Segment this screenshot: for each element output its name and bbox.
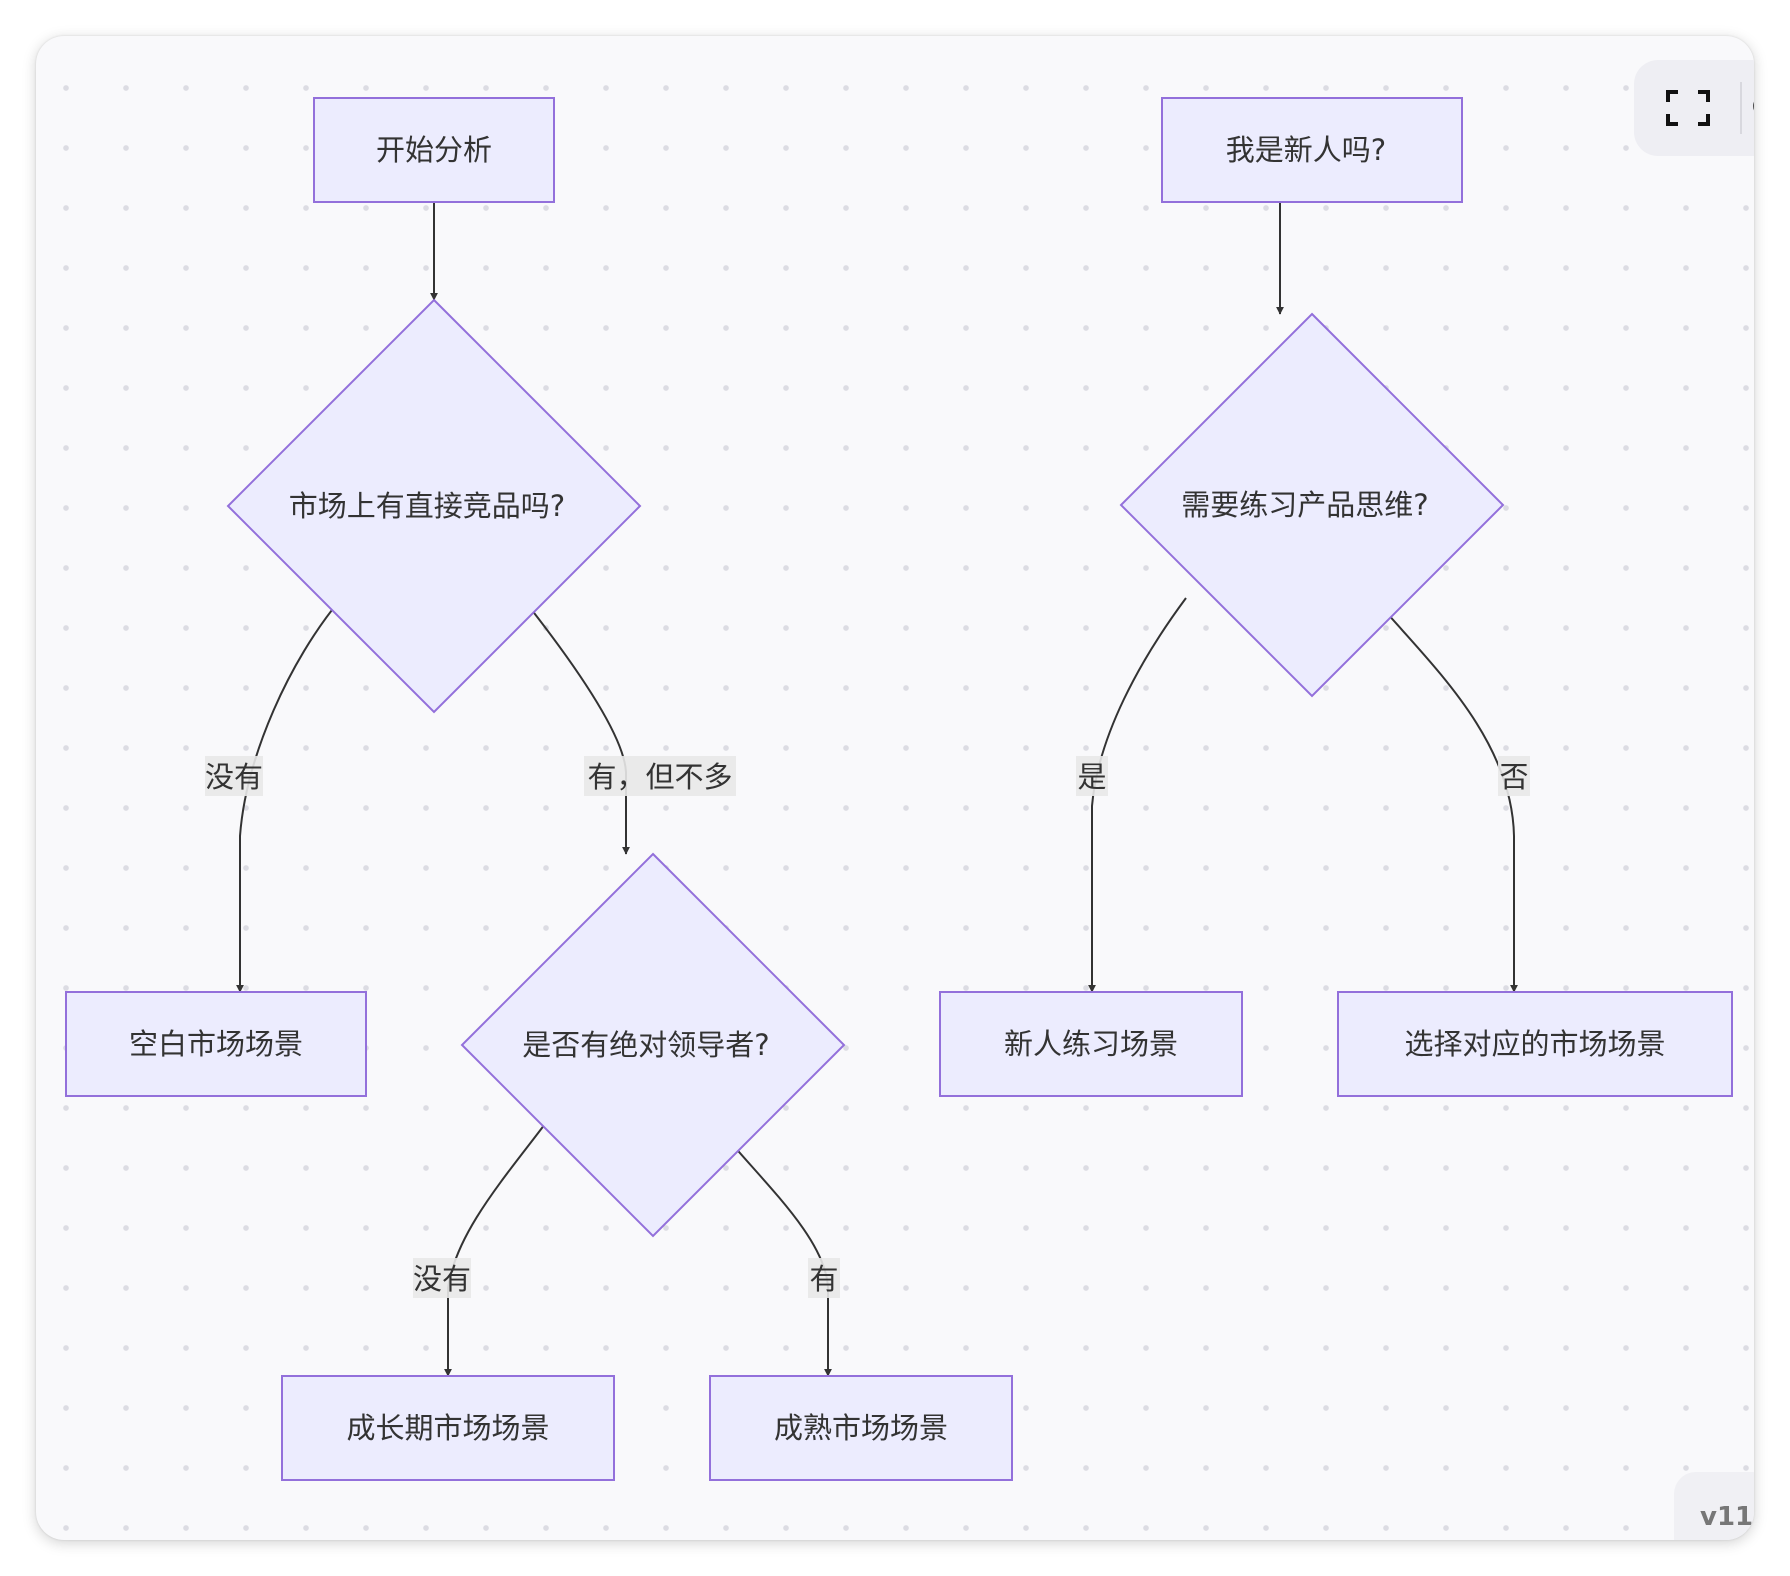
node-label: 空白市场场景 — [129, 1027, 303, 1061]
edge-label-practice-yes: 是 — [1076, 756, 1108, 796]
edge-competitor-no — [236, 599, 341, 993]
edge-label-competitor-some: 有，但不多 — [584, 756, 736, 796]
toolbar-divider — [1740, 82, 1742, 134]
edge-label-text: 没有 — [413, 1262, 471, 1296]
node-growth-market[interactable]: 成长期市场场景 — [281, 1375, 615, 1481]
node-label: 成长期市场场景 — [346, 1411, 549, 1445]
edge-practice-no — [1373, 597, 1518, 993]
zoom-in-button[interactable] — [1750, 86, 1754, 130]
node-label: 是否有绝对领导者? — [522, 1028, 769, 1062]
edge-label-practice-no: 否 — [1498, 756, 1530, 796]
node-q-leader[interactable]: 是否有绝对领导者? — [460, 852, 846, 1238]
edge-label-leader-yes: 有 — [808, 1258, 840, 1298]
fullscreen-button[interactable] — [1664, 86, 1712, 130]
edge-label-leader-no: 没有 — [413, 1258, 471, 1298]
edge-label-text: 否 — [1499, 760, 1528, 794]
node-mature-market[interactable]: 成熟市场场景 — [709, 1375, 1013, 1481]
edge-labels: 没有 有，但不多 没有 有 是 否 — [205, 756, 1530, 1298]
diagram-canvas: 没有 有，但不多 没有 有 是 否 — [36, 36, 1754, 1540]
edge-leader-no — [444, 1119, 549, 1377]
zoom-in-icon — [1753, 101, 1754, 111]
edge-label-text: 没有 — [205, 760, 263, 794]
node-label: 市场上有直接竞品吗? — [289, 489, 565, 523]
node-blank-market[interactable]: 空白市场场景 — [65, 991, 367, 1097]
node-choose-market[interactable]: 选择对应的市场场景 — [1337, 991, 1733, 1097]
edge-label-text: 有 — [809, 1262, 838, 1296]
diagram-toolbar — [1634, 60, 1754, 156]
node-label: 开始分析 — [376, 133, 492, 167]
edge-competitor-some — [523, 599, 630, 855]
expand-icon — [1666, 90, 1710, 126]
nodes: 开始分析 市场上有直接竞品吗? 空白市场场景 是否有绝对领导者? 成长期市场场景 — [65, 97, 1733, 1481]
node-label: 我是新人吗? — [1226, 133, 1386, 167]
node-label: 需要练习产品思维? — [1181, 488, 1428, 522]
version-badge: v11 — [1674, 1472, 1754, 1540]
node-q-competitor[interactable]: 市场上有直接竞品吗? — [226, 298, 642, 714]
node-label: 成熟市场场景 — [774, 1411, 948, 1445]
version-label: v11 — [1700, 1502, 1754, 1532]
node-newbie-practice[interactable]: 新人练习场景 — [939, 991, 1243, 1097]
node-label: 选择对应的市场场景 — [1404, 1027, 1665, 1061]
edge-label-text: 是 — [1077, 760, 1106, 794]
edge-label-competitor-no: 没有 — [205, 756, 263, 796]
node-start[interactable]: 开始分析 — [313, 97, 555, 203]
edge-label-text: 有，但不多 — [587, 760, 732, 794]
node-q-practice[interactable]: 需要练习产品思维? — [1119, 312, 1505, 698]
node-q-newbie[interactable]: 我是新人吗? — [1161, 97, 1463, 203]
node-label: 新人练习场景 — [1004, 1027, 1178, 1061]
flowchart: 没有 有，但不多 没有 有 是 否 — [65, 97, 1733, 1481]
